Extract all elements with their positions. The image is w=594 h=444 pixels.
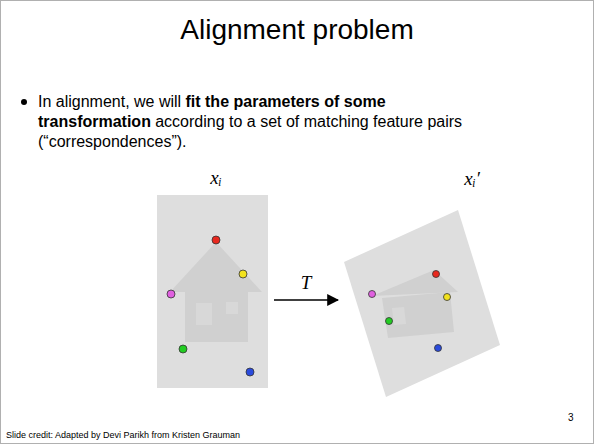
image-panel: xᵢ′ [344,210,500,397]
page-number: 3 [568,412,574,423]
image-label: xᵢ′ [464,168,480,190]
bullet-phrase: In alignment, we will [38,93,181,110]
transform-arrow [274,299,338,301]
image-panel: xᵢ [157,195,268,388]
page-number-box: 3 [568,412,574,423]
image-label: xᵢ [210,167,221,189]
bullet-mark [21,99,27,105]
transformed-image [344,210,500,397]
slide-credit: Slide credit: Adapted by Devi Parikh fro… [6,430,240,440]
bullet-text: In alignment, we willfit the parameters … [38,92,490,152]
slide-title: Alignment problem [0,14,594,46]
source-image [157,195,268,388]
transform-label: T [299,272,314,294]
